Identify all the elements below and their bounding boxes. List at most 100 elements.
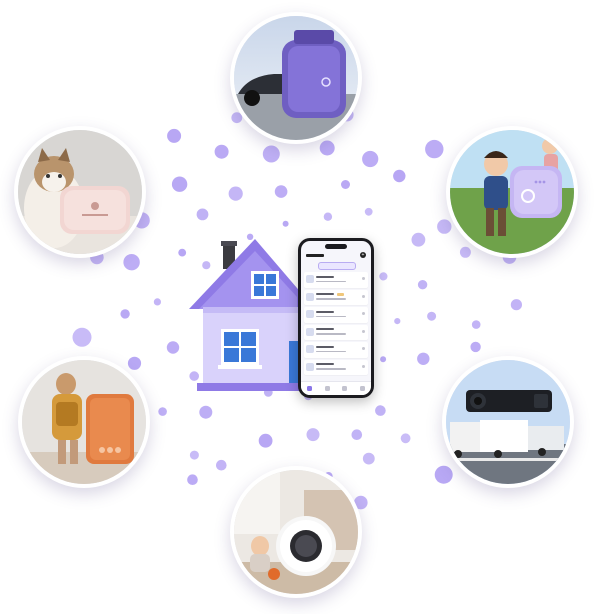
tab-icon	[359, 386, 365, 391]
row-title-mark	[316, 310, 334, 313]
decor-dot	[393, 169, 406, 183]
list-item	[304, 324, 368, 340]
decor-dot	[437, 219, 452, 234]
row-title-mark	[316, 293, 334, 296]
row-more-icon	[362, 294, 365, 298]
decor-dot	[72, 327, 92, 347]
decor-dot	[411, 232, 426, 247]
decor-dot	[171, 176, 188, 192]
decor-dot	[427, 311, 437, 321]
tab-icon	[307, 386, 313, 391]
decor-dot	[216, 459, 227, 471]
decor-dot	[187, 474, 198, 486]
decor-dot	[189, 450, 199, 460]
decor-dot	[380, 356, 387, 363]
decor-dot	[425, 139, 444, 159]
row-subtitle-mark	[316, 368, 346, 370]
dashcam-icon	[446, 360, 570, 484]
tab-icon	[324, 386, 330, 391]
decor-dot	[375, 405, 386, 416]
row-subtitle-mark	[316, 280, 346, 283]
decor-dot	[189, 371, 199, 381]
device-circle-obd	[230, 12, 362, 144]
decor-dot	[400, 433, 411, 444]
list-item	[304, 342, 368, 358]
decor-dot	[158, 407, 167, 416]
decor-dot	[510, 299, 522, 311]
row-title-mark	[316, 328, 334, 331]
decor-dot	[364, 207, 373, 216]
tab-bar	[301, 381, 371, 395]
decor-dot	[258, 433, 273, 448]
phone-screen: +	[301, 241, 371, 395]
device-circle-airtag	[230, 466, 362, 598]
row-title-mark	[316, 363, 334, 366]
device-circle-kid-tag	[446, 126, 578, 258]
decor-dot	[262, 145, 280, 163]
list-item	[304, 307, 368, 323]
decor-dot	[274, 185, 288, 198]
decor-dot	[471, 320, 481, 329]
decor-dot	[231, 112, 243, 124]
decor-dot	[341, 180, 350, 189]
decor-dot	[351, 429, 363, 441]
list-item	[304, 359, 368, 375]
app-title-mark	[306, 254, 324, 257]
phone-app-preview: +	[298, 238, 374, 398]
device-thumb-icon	[306, 310, 314, 318]
decor-dot	[354, 495, 368, 510]
obd-tracker-icon	[234, 16, 358, 140]
decor-dot	[127, 356, 142, 370]
device-thumb-icon	[306, 345, 314, 353]
card-tracker-icon	[22, 360, 146, 484]
decor-dot	[470, 341, 481, 353]
device-circle-dashcam	[442, 356, 574, 488]
device-thumb-icon	[306, 327, 314, 336]
tab-icon	[342, 386, 348, 391]
decor-dot	[459, 246, 471, 258]
decor-dot	[282, 220, 289, 227]
decor-dot	[362, 150, 379, 168]
decor-dot	[434, 465, 453, 484]
decor-dot	[362, 452, 375, 465]
pet-tracker-icon	[18, 130, 142, 254]
decor-dot	[394, 318, 401, 325]
row-title-mark	[316, 275, 334, 278]
decor-dot	[319, 140, 335, 156]
decor-dot	[417, 352, 430, 365]
decor-dot	[167, 128, 182, 143]
row-subtitle-mark	[316, 315, 346, 318]
airtag-icon	[234, 470, 358, 594]
decor-dot	[214, 144, 229, 159]
decor-dot	[153, 298, 161, 306]
row-more-icon	[362, 312, 365, 315]
add-icon: +	[360, 252, 366, 258]
decor-dot	[123, 254, 140, 271]
device-thumb-icon	[306, 275, 314, 283]
house-icon	[189, 239, 303, 391]
row-subtitle-mark	[316, 298, 346, 300]
decor-dot	[199, 405, 213, 419]
decor-dot	[417, 280, 428, 290]
list-item	[304, 272, 368, 288]
row-title-mark	[316, 345, 334, 348]
row-more-icon	[362, 277, 365, 280]
decor-dot	[246, 233, 254, 240]
device-list	[304, 272, 368, 377]
decor-dot	[196, 208, 209, 221]
decor-dot	[379, 272, 388, 281]
row-more-icon	[362, 329, 365, 333]
decor-dot	[178, 248, 187, 257]
device-circle-backpack	[18, 356, 150, 488]
row-tag-mark	[337, 292, 344, 296]
decor-dot	[120, 309, 130, 319]
device-thumb-icon	[306, 292, 314, 301]
decor-dot	[228, 186, 243, 201]
kid-tag-icon	[450, 130, 574, 254]
row-more-icon	[362, 364, 365, 368]
phone-notch	[325, 244, 347, 249]
decor-dot	[166, 341, 180, 354]
row-subtitle-mark	[316, 350, 346, 353]
device-circle-pet	[14, 126, 146, 258]
